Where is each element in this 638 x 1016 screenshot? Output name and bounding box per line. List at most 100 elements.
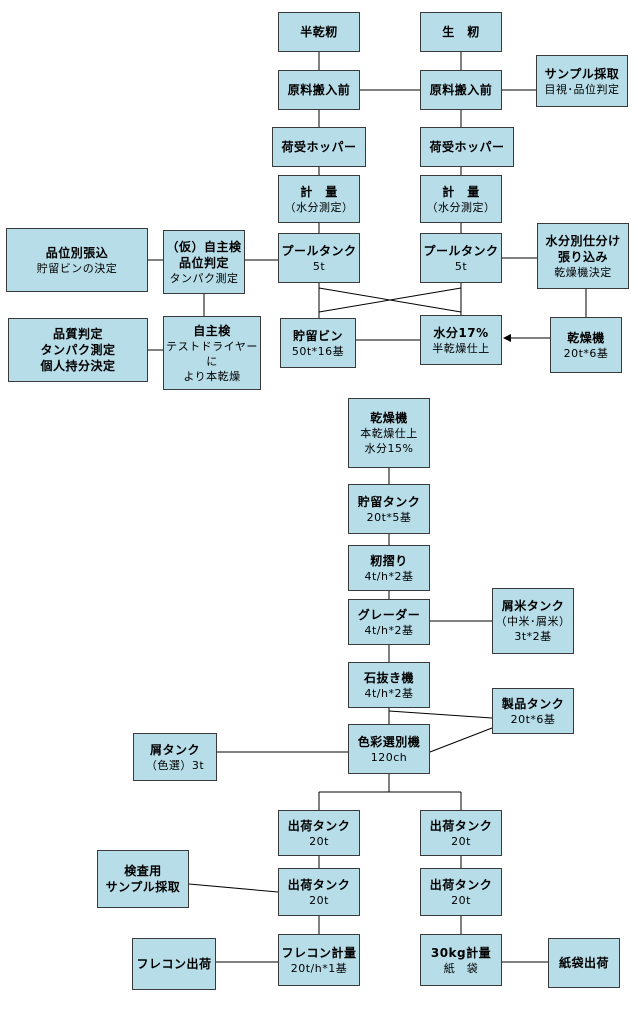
node-label-line: 品質判定 xyxy=(52,327,103,341)
node-label-line: 20t xyxy=(309,834,329,848)
node-label-line: 色彩選別機 xyxy=(357,734,421,749)
node-receiving-hopper-left: 荷受ホッパー xyxy=(272,127,366,167)
node-raw-material-intake-right: 原料搬入前 xyxy=(420,70,502,110)
node-label-line: 20t xyxy=(451,834,471,848)
node-receiving-hopper-right: 荷受ホッパー xyxy=(420,127,514,167)
node-self-inspection: 自主検テストドライヤーにより本乾燥 xyxy=(163,316,261,390)
node-label-line: 出荷タンク xyxy=(287,818,351,833)
node-label-line: 石抜き機 xyxy=(363,670,414,685)
node-label-line: 20t*6基 xyxy=(563,346,609,360)
node-label-line: 屑米タンク xyxy=(501,599,565,613)
node-label-line: 籾摺り xyxy=(370,553,408,568)
connector xyxy=(188,883,279,893)
node-label-line: 水分15% xyxy=(364,442,414,455)
node-weighing-left: 計 量（水分測定） xyxy=(278,175,360,223)
node-label-line: フレコン出荷 xyxy=(136,957,212,971)
node-label-line: 個人持分決定 xyxy=(40,359,116,373)
node-label-line: 水分17% xyxy=(433,325,489,340)
node-label-line: 目視･品位判定 xyxy=(544,82,620,96)
node-label-line: 計 量 xyxy=(300,184,338,199)
node-label-line: 貯留ビンの決定 xyxy=(36,261,118,275)
node-label-line: 半乾燥仕上 xyxy=(432,341,490,355)
node-label-line: （中米･屑米） xyxy=(495,615,571,628)
node-waste-tank-sorting: 屑タンク（色選）3t xyxy=(133,733,217,781)
node-label-line: 生 籾 xyxy=(442,25,480,39)
node-raw-paddy: 生 籾 xyxy=(420,12,502,52)
node-waste-rice-tank: 屑米タンク （中米･屑米） 3t*2基 xyxy=(492,588,574,654)
node-label-line: 品位別張込 xyxy=(45,245,109,260)
node-label-line: 出荷タンク xyxy=(287,877,351,892)
node-weighing-right: 計 量（水分測定） xyxy=(420,175,502,223)
connector xyxy=(388,710,493,719)
node-dryer-main: 乾燥機本乾燥仕上水分15% xyxy=(348,398,430,468)
connector xyxy=(429,727,493,753)
node-moisture-17: 水分17%半乾燥仕上 xyxy=(420,315,502,365)
node-label-line: サンプル採取 xyxy=(544,66,620,81)
node-inspection-sampling: 検査用サンプル採取 xyxy=(97,850,189,908)
node-label-line: フレコン計量 xyxy=(281,945,357,960)
node-sampling-visual: サンプル採取目視･品位判定 xyxy=(536,55,628,107)
node-label-line: 3t*2基 xyxy=(514,630,552,643)
node-grade-filling: 品位別張込貯留ビンの決定 xyxy=(6,228,148,292)
node-label-line: 20t*5基 xyxy=(366,510,412,524)
node-semi-dry-paddy: 半乾籾 xyxy=(278,12,360,52)
node-label-line: 自主検 xyxy=(193,323,231,338)
node-label-line: 50t*16基 xyxy=(291,344,345,358)
node-quality-judgement: 品質判定タンパク測定個人持分決定 xyxy=(8,318,148,382)
node-label-line: プールタンク xyxy=(281,243,357,258)
node-label-line: （仮）自主検 xyxy=(166,239,242,254)
node-label-line: 120ch xyxy=(370,750,408,764)
node-provisional-self-inspection: （仮）自主検品位判定タンパク測定 xyxy=(163,230,245,294)
node-label-line: 乾燥機 xyxy=(567,330,605,345)
node-label-line: 20t*6基 xyxy=(510,712,556,726)
node-label-line: 半乾籾 xyxy=(300,25,338,39)
node-label-line: 出荷タンク xyxy=(429,877,493,892)
node-label-line: 4t/h*2基 xyxy=(364,686,414,700)
node-weighing-30kg: 30kg計量紙 袋 xyxy=(420,934,502,986)
node-label-line: 20t xyxy=(309,893,329,907)
node-label-line: 20t/h*1基 xyxy=(290,961,348,975)
node-label-line: 紙袋出荷 xyxy=(558,956,609,970)
node-label-line: 貯留タンク xyxy=(357,494,421,509)
node-label-line: 乾燥機決定 xyxy=(554,265,612,279)
node-label-line: 張り込み xyxy=(557,249,608,264)
node-label-line: 出荷タンク xyxy=(429,818,493,833)
node-label-line: 紙 袋 xyxy=(443,961,479,975)
node-label-line: より本乾燥 xyxy=(183,369,241,383)
node-label-line: 5t xyxy=(454,259,468,273)
node-label-line: 貯留ビン xyxy=(292,328,343,343)
node-label-line: タンパク測定 xyxy=(169,271,239,285)
node-raw-material-intake-left: 原料搬入前 xyxy=(278,70,360,110)
node-label-line: 水分別仕分け xyxy=(545,233,621,248)
node-label-line: 4t/h*2基 xyxy=(364,569,414,583)
node-label-line: 5t xyxy=(312,259,326,273)
node-paper-bag-shipping: 紙袋出荷 xyxy=(548,938,620,988)
node-label-line: 計 量 xyxy=(442,184,480,199)
connector xyxy=(318,287,462,313)
node-flexible-container-shipping: フレコン出荷 xyxy=(132,938,216,990)
node-label-line: 検査用 xyxy=(124,864,162,878)
node-label-line: 品位判定 xyxy=(178,255,229,270)
node-label-line: サンプル採取 xyxy=(105,880,181,894)
node-label-line: プールタンク xyxy=(423,243,499,258)
node-label-line: （色選）3t xyxy=(145,758,205,772)
node-label-line: （水分測定） xyxy=(284,200,354,214)
node-label-line: 30kg計量 xyxy=(430,945,492,960)
node-label-line: 乾燥機 xyxy=(370,411,408,425)
node-label-line: 20t xyxy=(451,893,471,907)
